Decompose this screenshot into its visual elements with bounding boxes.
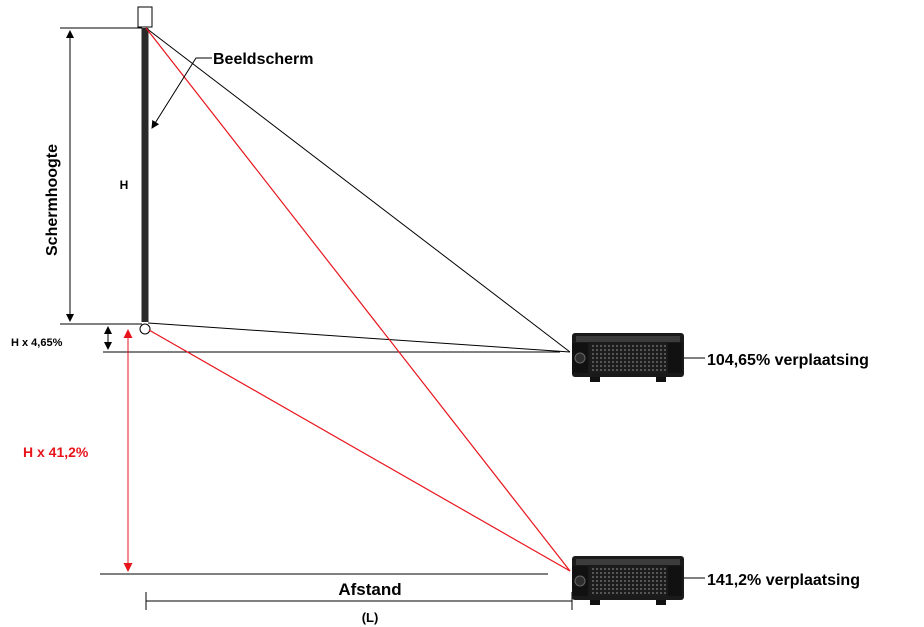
distance-symbol: (L) bbox=[362, 610, 379, 625]
screen-label: Beeldscherm bbox=[213, 51, 314, 68]
screen-top-cap bbox=[137, 6, 153, 28]
projector-lower-label: 141,2% verplaatsing bbox=[707, 572, 860, 589]
projector-icon-upper bbox=[572, 333, 684, 382]
projector-icon-lower bbox=[572, 556, 684, 605]
offset-small-label: H x 4,65% bbox=[11, 337, 63, 349]
distance-label: Afstand bbox=[338, 580, 401, 599]
ray-top-red bbox=[145, 27, 571, 572]
offset-large-label: H x 41,2% bbox=[23, 444, 89, 460]
projector-upper-label: 104,65% verplaatsing bbox=[707, 352, 869, 369]
ray-bottom-black bbox=[147, 322, 571, 353]
ray-bottom-red bbox=[148, 329, 571, 572]
screen-bottom-roller bbox=[139, 323, 151, 335]
screen-height-label: Schermhoogte bbox=[44, 144, 61, 256]
height-symbol: H bbox=[120, 178, 129, 192]
screen-label-leader bbox=[151, 57, 212, 129]
ray-top-black bbox=[145, 27, 571, 353]
